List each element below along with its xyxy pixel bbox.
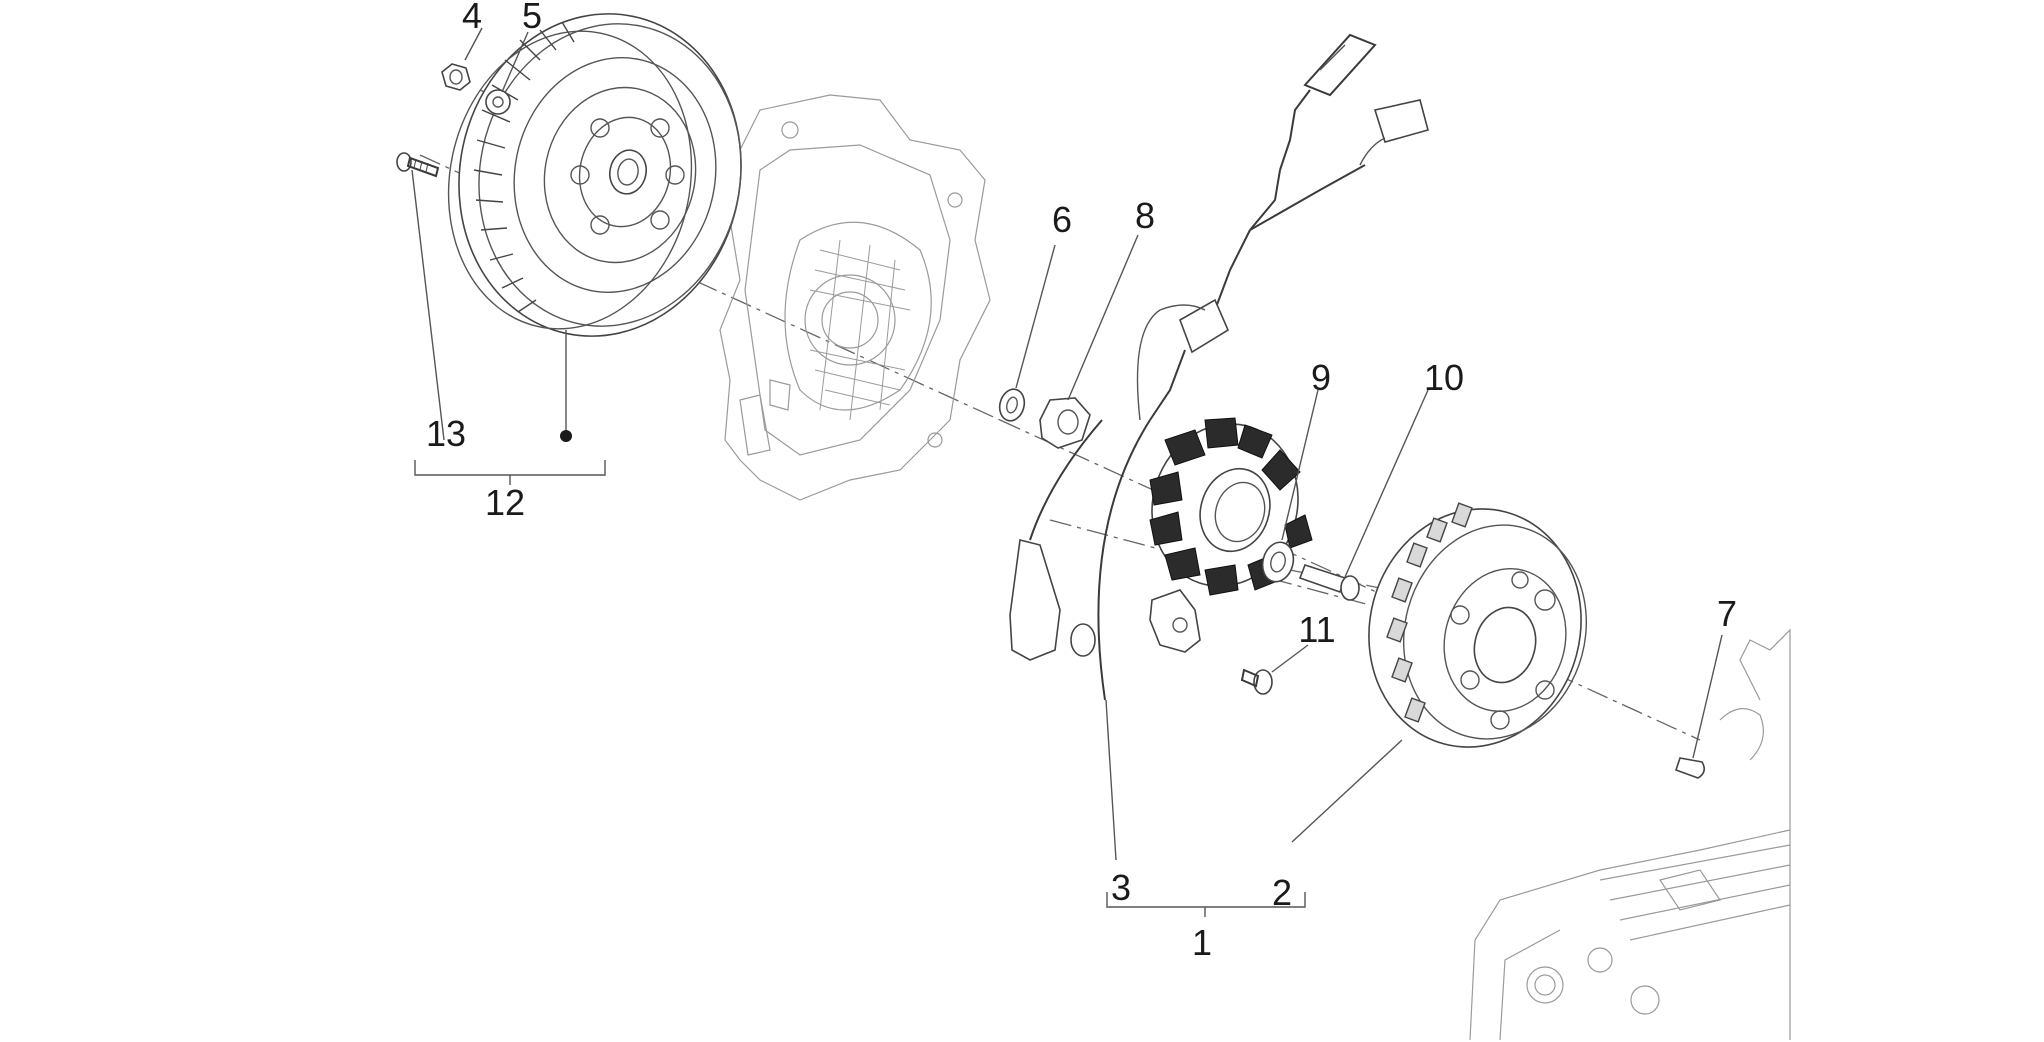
- label-9: 9: [1311, 357, 1331, 398]
- washer-6: [998, 388, 1026, 422]
- flywheel-fan: [447, 13, 742, 337]
- label-1: 1: [1192, 922, 1212, 963]
- label-2: 2: [1272, 872, 1292, 913]
- washer-9: [1261, 541, 1295, 583]
- label-4: 4: [462, 0, 482, 36]
- label-5: 5: [522, 0, 542, 36]
- label-13: 13: [426, 413, 466, 454]
- leader-lines: [411, 27, 1723, 917]
- label-7: 7: [1717, 593, 1737, 634]
- label-3: 3: [1111, 867, 1131, 908]
- rotor: [1368, 502, 1588, 748]
- wiring-harness: [1029, 33, 1429, 701]
- stator: [1009, 417, 1313, 661]
- nut-8: [1039, 397, 1091, 449]
- crankcase-cover: [719, 94, 991, 501]
- screw-10: [1298, 564, 1360, 601]
- engine-cylinder: [1469, 628, 1791, 1041]
- label-12: 12: [485, 482, 525, 523]
- nut: [441, 63, 471, 91]
- fan-screw: [396, 152, 440, 178]
- woodruff-key: [1674, 757, 1706, 779]
- label-8: 8: [1135, 195, 1155, 236]
- label-11: 11: [1298, 609, 1335, 650]
- screw-11: [1240, 668, 1273, 695]
- washer: [485, 89, 511, 115]
- label-10: 10: [1424, 357, 1464, 398]
- label-6: 6: [1052, 199, 1072, 240]
- part-labels: 4 5 13 12 6 8 9 10 11 7 3 2 1: [426, 0, 1737, 963]
